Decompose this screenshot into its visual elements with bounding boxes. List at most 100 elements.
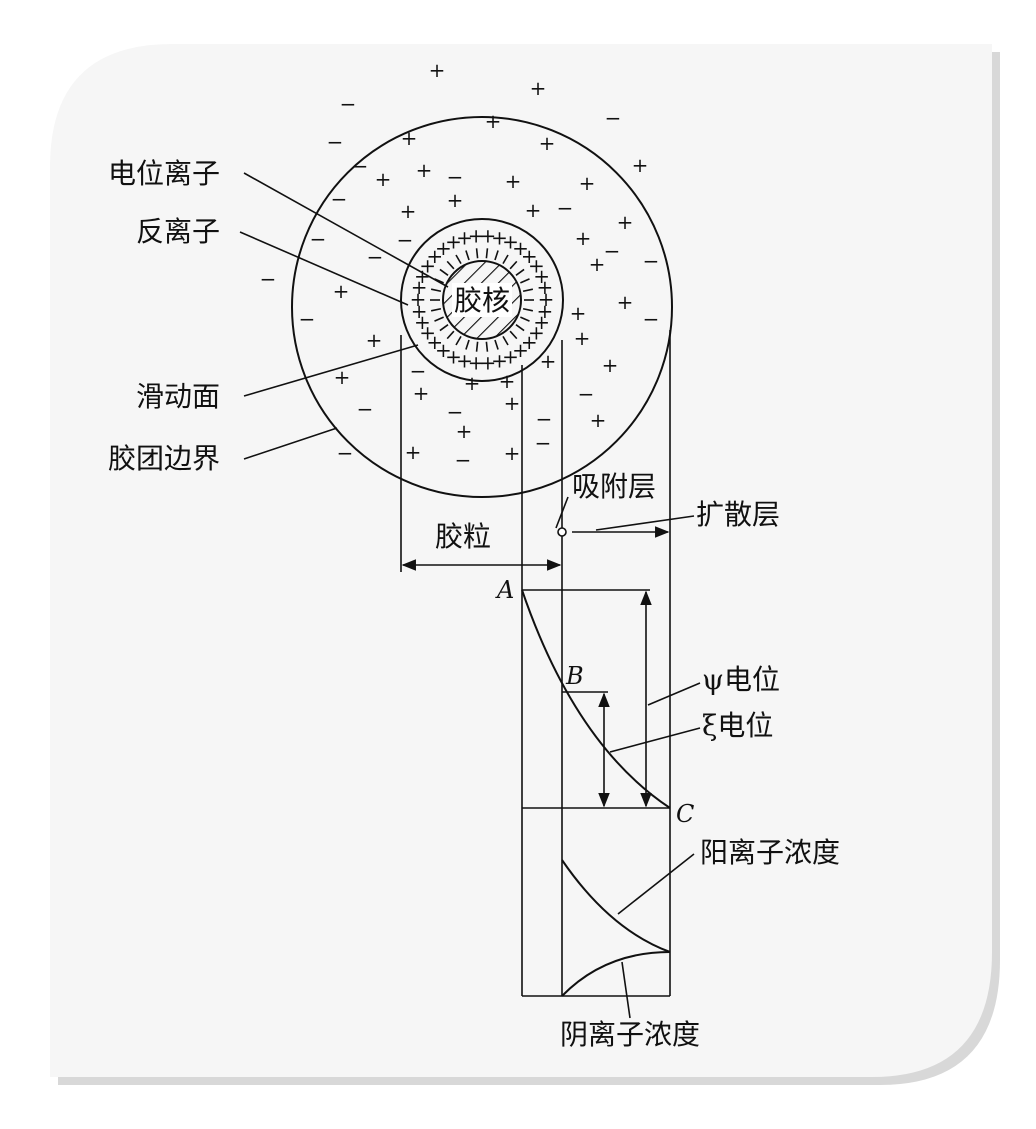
- label-cation-concentration: 阳离子浓度: [700, 836, 840, 869]
- cation-mark: +: [574, 326, 591, 350]
- counter-ion-mark: +: [445, 230, 462, 254]
- counter-ion-mark: +: [411, 275, 428, 299]
- cation-mark: +: [632, 153, 649, 177]
- label-potential-ions: 电位离子: [108, 157, 220, 190]
- counter-ion-mark: +: [512, 338, 529, 362]
- anion-mark: −: [604, 239, 621, 263]
- leader-adsorption-layer: [555, 496, 569, 529]
- anion-mark: −: [447, 400, 464, 424]
- leader-anion: [621, 961, 631, 1019]
- cation-mark: +: [333, 279, 350, 303]
- cation-mark: +: [485, 109, 502, 133]
- label-counter-ions: 反离子: [136, 215, 220, 248]
- counter-ion-mark: +: [528, 253, 545, 277]
- anion-mark: −: [447, 165, 464, 189]
- potential-ion-mark: [485, 341, 489, 352]
- cation-mark: +: [413, 381, 430, 405]
- cation-mark: +: [540, 349, 557, 373]
- anion-mark: −: [536, 407, 553, 431]
- label-diffusion-layer: 扩散层: [696, 498, 780, 531]
- leader-psi: [647, 682, 701, 706]
- counter-ion-mark: +: [491, 225, 508, 249]
- counter-ion-mark: +: [410, 287, 427, 311]
- counter-ion-mark: +: [480, 223, 497, 247]
- frame: [50, 44, 992, 1077]
- label-point-c: C: [676, 800, 694, 828]
- cation-mark: +: [464, 371, 481, 395]
- diffuse-layer-ions: ++−+++−−−++−+++−+++−+−−−+−−+++−−++−+−+++…: [260, 58, 660, 472]
- counter-ion-mark: +: [419, 321, 436, 345]
- cation-mark: +: [456, 419, 473, 443]
- counter-ion-mark: +: [426, 244, 443, 268]
- potential-ion-mark: [434, 316, 444, 322]
- cation-mark: +: [447, 188, 464, 212]
- counter-ion-mark: +: [435, 338, 452, 362]
- micelle-boundary-circle: [291, 116, 673, 498]
- cation-mark: +: [375, 167, 392, 191]
- cation-concentration-curve: [561, 859, 671, 953]
- counter-ion-mark: +: [502, 344, 519, 368]
- anion-mark: −: [331, 187, 348, 211]
- potential-ion-mark: [515, 268, 525, 276]
- anion-mark: −: [578, 382, 595, 406]
- label-point-a: A: [495, 576, 514, 604]
- counter-ion-mark: +: [468, 351, 485, 375]
- counter-ion-mark: +: [521, 244, 538, 268]
- counter-ion-mark: +: [521, 330, 538, 354]
- cation-mark: +: [416, 158, 433, 182]
- potential-ion-mark: [522, 307, 534, 312]
- anion-mark: −: [557, 196, 574, 220]
- anion-mark: −: [455, 448, 472, 472]
- cation-mark: +: [504, 441, 521, 465]
- cation-mark: +: [590, 408, 607, 432]
- cation-mark: +: [525, 198, 542, 222]
- leader-xi: [609, 727, 701, 753]
- potential-ion-mark: [430, 307, 442, 312]
- potential-ion-mark: [485, 248, 489, 259]
- counter-ion-mark: +: [468, 223, 485, 247]
- cation-mark: +: [401, 126, 418, 150]
- counter-ion-mark: +: [533, 310, 550, 334]
- potential-ion-mark: [509, 260, 518, 270]
- label-anion-concentration: 阴离子浓度: [560, 1018, 700, 1051]
- potential-ion-mark: [430, 288, 442, 293]
- potential-ion-mark: [509, 330, 518, 340]
- anion-mark: −: [337, 441, 354, 465]
- potential-ion-mark: [439, 268, 449, 276]
- cation-mark: +: [570, 301, 587, 325]
- anion-mark: −: [367, 245, 384, 269]
- slip-plane-circle: [400, 218, 564, 382]
- counter-ion-mark: +: [456, 349, 473, 373]
- counter-ion-mark: +: [445, 344, 462, 368]
- label-psi-potential: ψ电位: [702, 663, 780, 696]
- label-slip-plane: 滑动面: [136, 380, 220, 413]
- counter-ion-mark: +: [435, 236, 452, 260]
- cation-mark: +: [405, 440, 422, 464]
- cation-mark: +: [617, 210, 634, 234]
- counter-ion-mark: +: [426, 330, 443, 354]
- potential-ion-mark: [522, 288, 534, 293]
- cation-mark: +: [579, 171, 596, 195]
- adsorption-marker: [557, 527, 567, 537]
- cation-mark: +: [575, 226, 592, 250]
- potential-ion-mark: [520, 278, 530, 284]
- label-xi-potential: ξ电位: [702, 709, 773, 742]
- counter-ion-mark: +: [528, 321, 545, 345]
- potential-ion-mark: [515, 324, 525, 332]
- leader-potential-ions: [243, 172, 449, 288]
- leader-counter-ions: [239, 231, 409, 306]
- anion-mark: −: [310, 227, 327, 251]
- counter-ion-mark: +: [502, 230, 519, 254]
- potential-ion-mark: [502, 335, 509, 346]
- cation-mark: +: [366, 328, 383, 352]
- potential-ion-ring: [430, 248, 534, 352]
- anion-mark: −: [535, 431, 552, 455]
- anion-concentration-curve: [561, 951, 671, 997]
- label-colloid-particle: 胶粒: [435, 520, 491, 553]
- counter-ion-mark: +: [419, 253, 436, 277]
- counter-ion-mark: +: [537, 275, 554, 299]
- cation-mark: +: [539, 131, 556, 155]
- label-point-b: B: [565, 662, 584, 690]
- potential-ion-mark: [494, 339, 499, 350]
- anion-mark: −: [299, 307, 316, 331]
